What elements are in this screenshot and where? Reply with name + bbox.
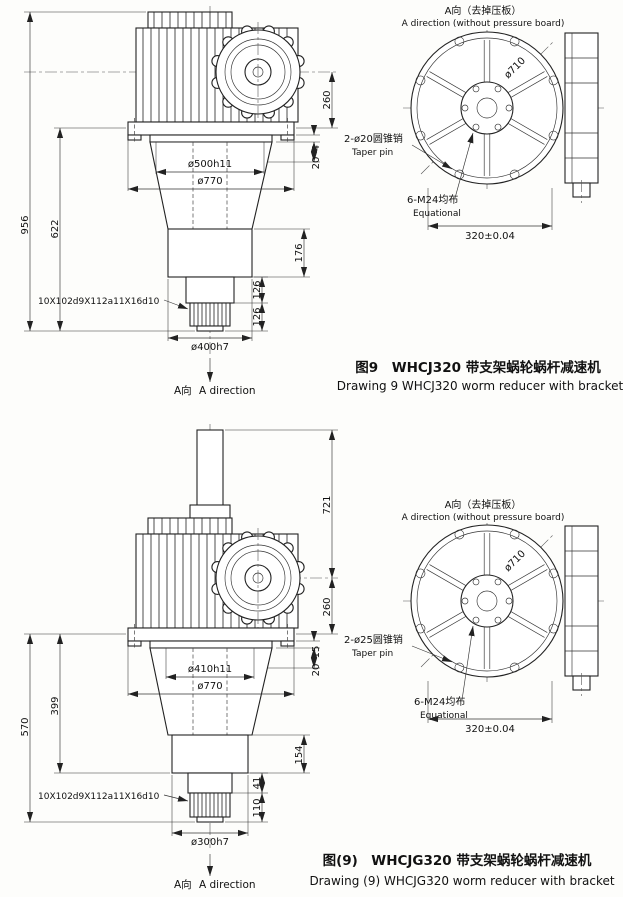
fig1-taper-pin-en: Taper pin <box>351 148 393 158</box>
fig1-taper-leader <box>411 144 453 170</box>
dim-399-label: 399 <box>50 696 61 715</box>
fig1-lower-block <box>185 276 235 304</box>
fig2-dimensions: 570 399 721 260 15 20 154 41 110 ø410h11 <box>20 429 338 891</box>
fig1-aview-title-cn: A向（去掉压板） <box>445 4 522 17</box>
dia-500-label: ø500h11 <box>188 159 232 170</box>
fig2-taper-pin-en: Taper pin <box>351 649 393 659</box>
side-view-ribs <box>565 57 598 159</box>
fig1-side-view <box>564 32 599 184</box>
fig2-spigot-step <box>149 640 273 649</box>
fig2-view-a-label-en: A direction <box>199 879 256 891</box>
dim-622-label: 622 <box>50 219 61 238</box>
fig2-lower-block <box>187 772 233 794</box>
dim-126b-label: 126 <box>252 307 263 326</box>
fig1-aview-inner-ring <box>416 37 558 179</box>
fig2-aview-title-en: A direction (without pressure board) <box>402 513 565 523</box>
dim-110-label: 110 <box>252 798 263 817</box>
fig1-a-view: A向（去掉压板） A direction (without pressure b… <box>344 4 604 242</box>
fig2-input-shaft <box>196 429 224 509</box>
fig2-view-a-label-cn: A向 <box>174 878 192 891</box>
fig1-aview-outer-bolts <box>415 36 559 180</box>
dim-570-label: 570 <box>20 717 31 736</box>
fig1-front-view <box>24 6 338 354</box>
dia-770b-label: ø770 <box>197 681 222 692</box>
dim-320b-label: 320±0.04 <box>465 724 515 735</box>
fig1-spline-label: 10X102d9X112a11X16d10 <box>38 297 160 307</box>
fig1-cone-hidden-lines <box>192 142 228 229</box>
fig2-spline-label: 10X102d9X112a11X16d10 <box>38 792 160 802</box>
fig2-shaft-collar <box>189 504 231 519</box>
fig2-aview-hub-bolts <box>461 578 513 624</box>
fig2-flange-bolt-lines <box>134 624 288 649</box>
fig1-caption-en: Drawing 9 WHCJ320 worm reducer with brac… <box>337 379 623 393</box>
fig1-aview-hub-bolts <box>461 85 513 131</box>
fig1-flange <box>127 121 295 136</box>
dim-721-label: 721 <box>322 495 333 514</box>
fig1-spigot-step <box>149 134 273 143</box>
fig1-aview-hub <box>460 81 514 135</box>
fig2-bolt-cn: 6-M24均布 <box>414 696 465 708</box>
fig2-flange <box>127 627 295 642</box>
fig1-dimensions: 956 622 260 4 20 176 126 126 ø500h11 ø77… <box>20 11 338 397</box>
dia-770-label: ø770 <box>197 176 222 187</box>
dim-20b-label: 20 <box>311 664 322 677</box>
fig1-aview-bore <box>476 97 498 119</box>
fig2-aview-inner-ring <box>416 530 558 672</box>
fig1-flange-bolt-lines <box>134 118 288 143</box>
fig2-housing-cap <box>147 517 233 535</box>
dia-300-label: ø300h7 <box>191 837 229 848</box>
fig2-spline-teeth <box>193 793 227 817</box>
fig2-aview-title-cn: A向（去掉压板） <box>445 498 522 511</box>
dim-320-label: 320±0.04 <box>465 231 515 242</box>
fig2-bolt-leader <box>461 625 475 701</box>
fig2-caption-cn: 图(9) WHCJG320 带支架蜗轮蜗杆减速机 <box>323 852 592 869</box>
dim-956-label: 956 <box>20 215 31 234</box>
fig1-view-a-label-cn: A向 <box>174 384 192 397</box>
fig1-spline-leader <box>163 299 189 310</box>
fig2-caption-en: Drawing (9) WHCJG320 worm reducer with b… <box>309 874 614 888</box>
side-view2-ribs <box>565 550 598 652</box>
fig2-front-view <box>127 424 338 848</box>
fig2-aview-bore <box>476 590 498 612</box>
fig1-bolt-leader <box>454 132 474 199</box>
fig2-a-view: A向（去掉压板） A direction (without pressure b… <box>344 498 604 735</box>
fig1-taper-pin-cn: 2-ø20圆锥销 <box>344 132 403 145</box>
dim-176-label: 176 <box>294 243 305 262</box>
fig2-aview-hub <box>460 574 514 628</box>
fig1-cylinder <box>167 228 253 278</box>
dia-400-label: ø400h7 <box>191 342 229 353</box>
dim-126a-label: 126 <box>252 280 263 299</box>
dim-15-label: 15 <box>311 646 322 659</box>
fig1-view-a-label-en: A direction <box>199 385 256 397</box>
fig2-taper-leader <box>411 645 453 663</box>
fig2-shaft-stub <box>196 816 224 823</box>
fig2-cone-hidden-lines <box>192 648 228 735</box>
dim-154-label: 154 <box>294 745 305 764</box>
dim-20-label: 20 <box>311 157 322 170</box>
dim-260b-label: 260 <box>322 597 333 616</box>
dim-41-label: 41 <box>252 777 263 790</box>
dim-260-label: 260 <box>322 90 333 109</box>
fig1-bolt-en: Equational <box>413 209 461 219</box>
fig1-bolt-cn: 6-M24均布 <box>407 194 458 206</box>
fig1-shaft-stub <box>196 325 224 332</box>
fig2-spline-leader <box>163 794 189 802</box>
fig2-aview-outer-bolts <box>415 529 559 673</box>
fig2-bolt-en: Equational <box>420 711 468 721</box>
dim-4-label: 4 <box>311 145 322 151</box>
fig1-caption-cn: 图9 WHCJ320 带支架蜗轮蜗杆减速机 <box>355 359 601 376</box>
fig2-cap-fins <box>153 518 227 534</box>
fig2-side-view <box>564 525 599 677</box>
fig2-taper-pin-cn: 2-ø25圆锥销 <box>344 633 403 646</box>
fig1-aview-title-en: A direction (without pressure board) <box>402 19 565 29</box>
fig1-housing-cap <box>147 11 233 29</box>
fig2-cylinder <box>171 734 249 774</box>
fig1-cap-fins <box>153 12 227 28</box>
dia-410-label: ø410h11 <box>188 664 232 675</box>
fig1-spline-teeth <box>193 303 227 326</box>
